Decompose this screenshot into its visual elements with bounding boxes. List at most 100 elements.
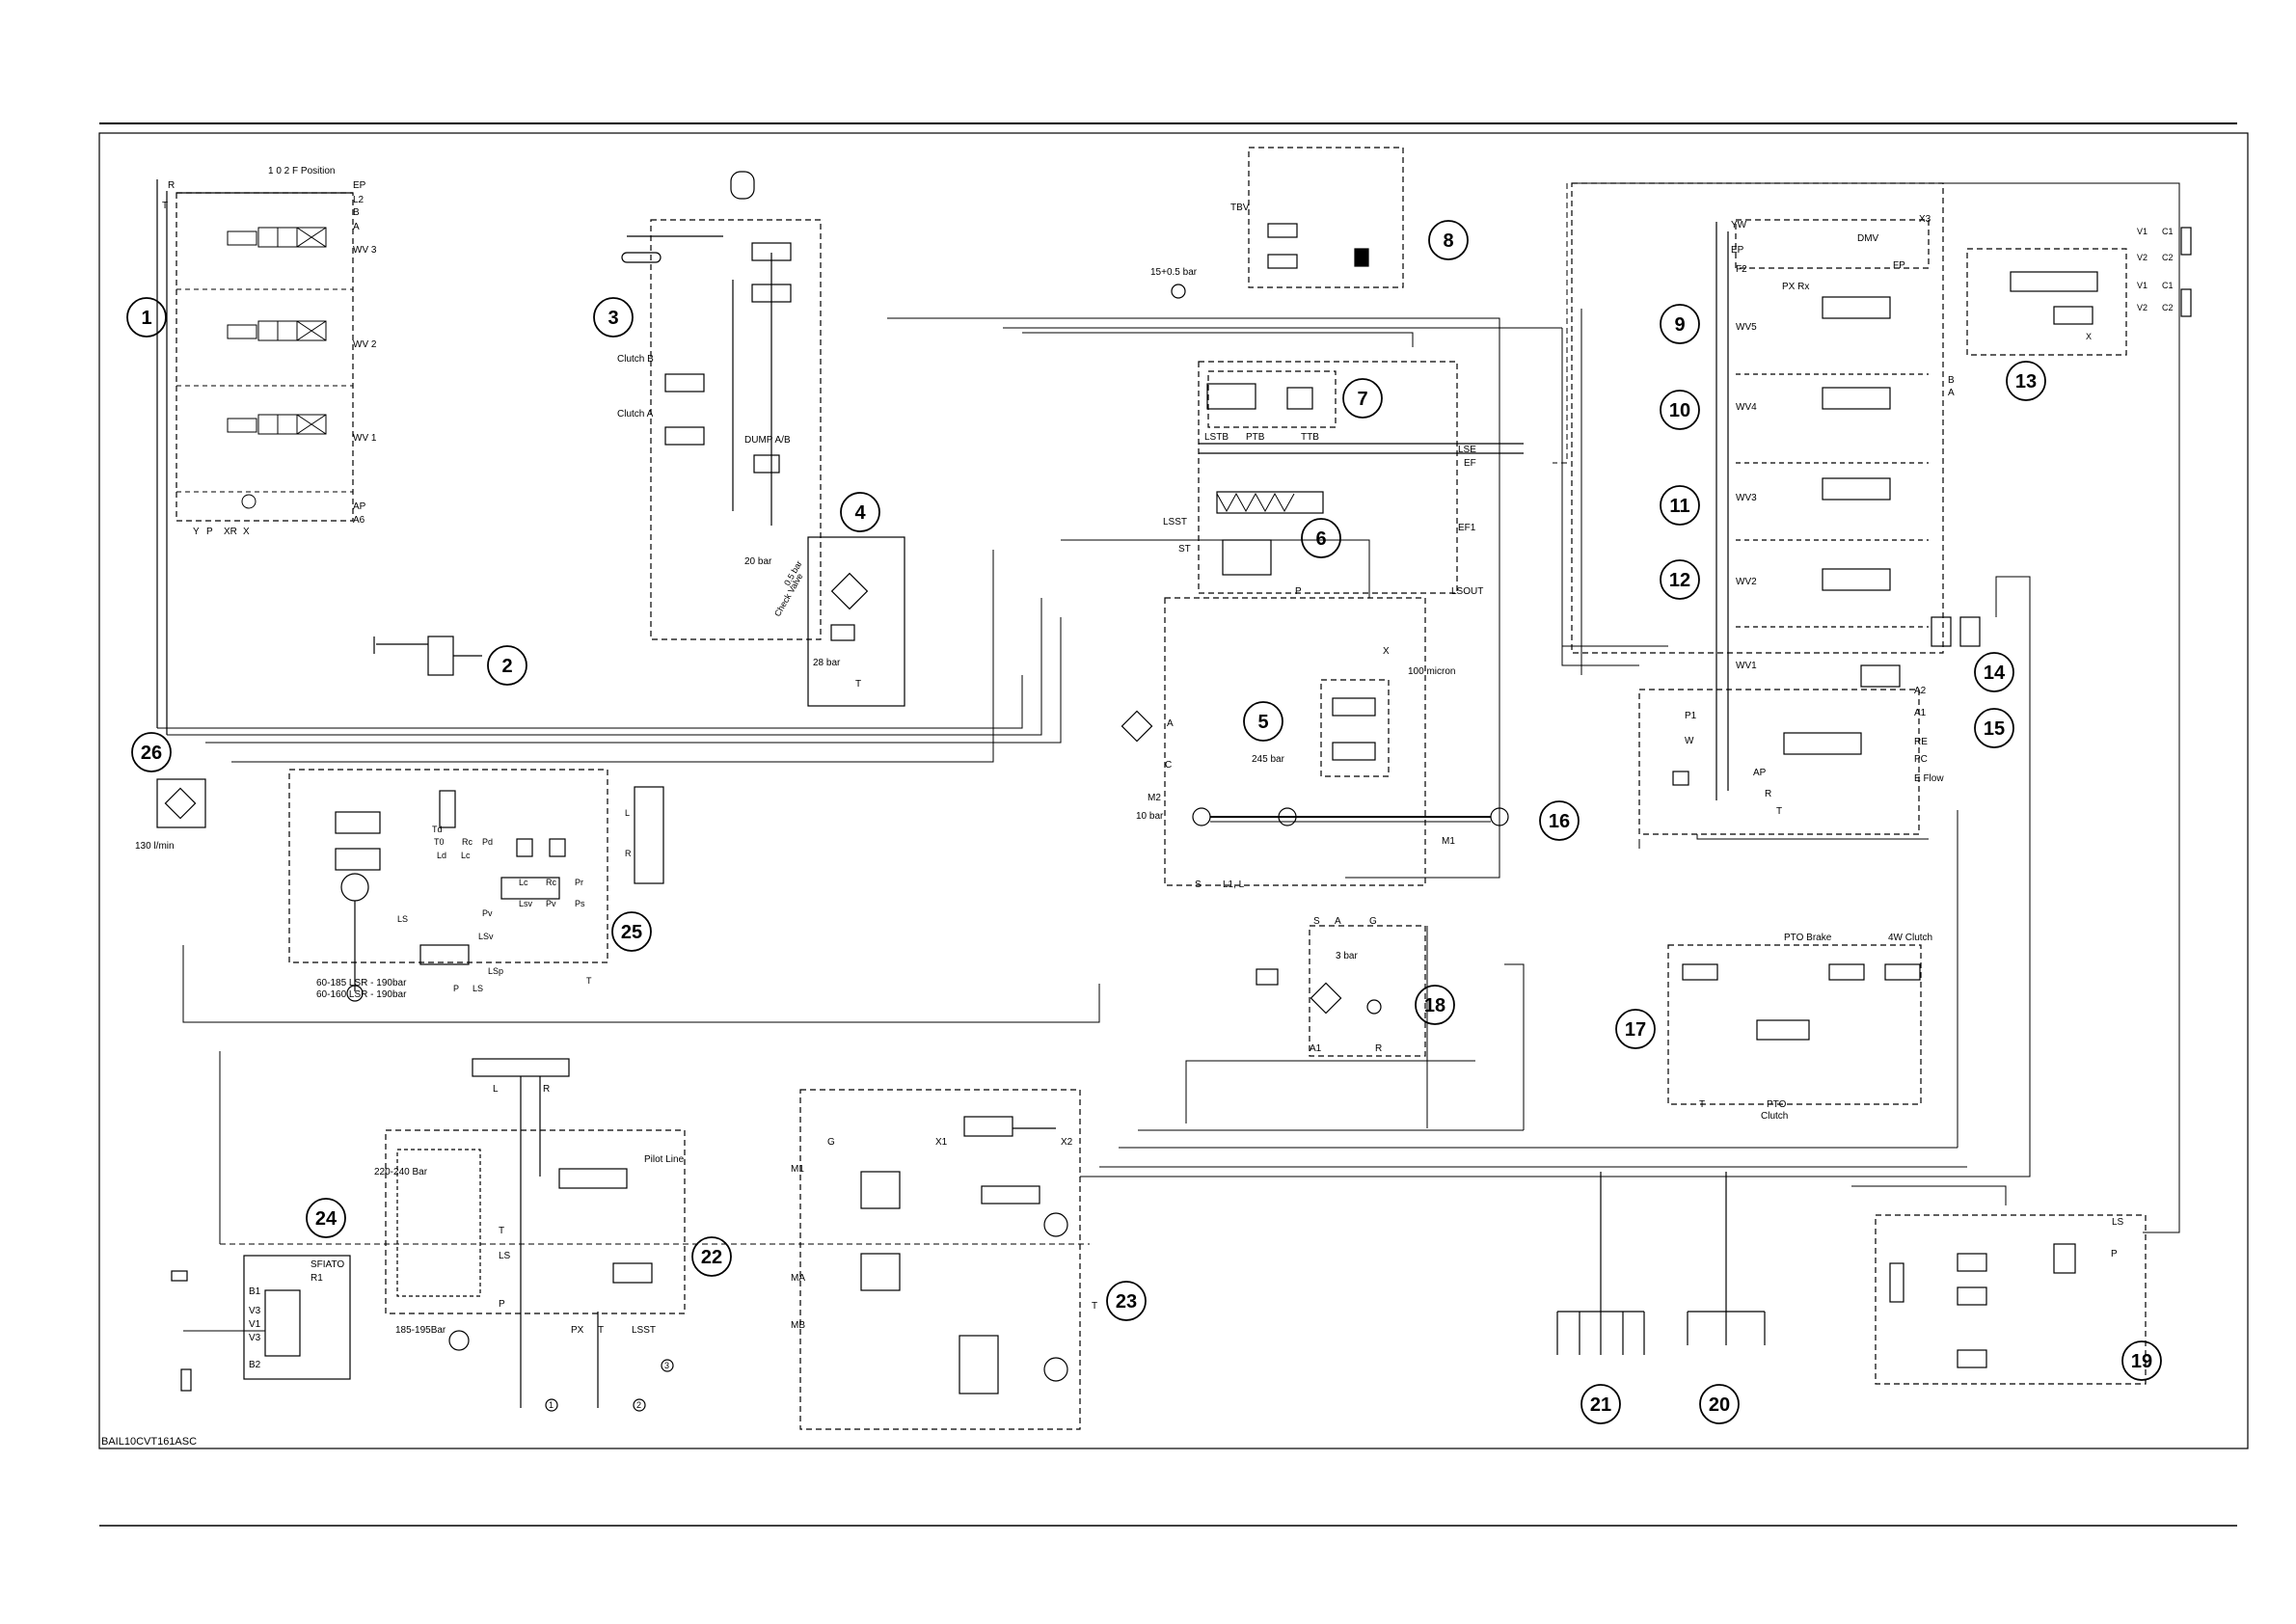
callout-label-21: 21: [1590, 1394, 1611, 1416]
component-25: T0 Ld Lc Rc Pd Td Lc Rc Pr Lsv Pv Ps LS …: [288, 769, 664, 1002]
callout-label-5: 5: [1257, 712, 1268, 733]
callout-label-22: 22: [701, 1247, 722, 1268]
c-label-5: C: [1165, 760, 1172, 771]
section-wv3-b: WV3: [1736, 493, 1757, 503]
a2-label: A2: [1914, 686, 1927, 696]
ap-label-14: AP: [1753, 768, 1767, 778]
4w-clutch-label: 4W Clutch: [1888, 933, 1932, 943]
lsst-label-22: LSST: [632, 1325, 656, 1336]
components-6-7: LSTB PTB TTB LSE EF LSST ST EF1 LSOUT X …: [1163, 361, 1524, 677]
pv-label-a: Pv: [546, 899, 556, 908]
rating-1: 60-185 LSR - 190bar: [316, 978, 407, 988]
re-label: RE: [1914, 737, 1928, 747]
g-label-23: G: [827, 1137, 835, 1148]
callout-labels: 1 2 3 4 5 6 7 8 9 10 11 12 13 14 15 16 1…: [141, 230, 2152, 1416]
v1-label-a: V1: [2137, 227, 2147, 236]
r-label-22: R: [543, 1084, 550, 1095]
port-EP: EP: [353, 180, 366, 191]
v3-label-a: V3: [249, 1306, 261, 1316]
p20-label: 20 bar: [744, 556, 772, 567]
component-2: [373, 636, 482, 676]
clutch-a-label: Clutch A: [617, 409, 654, 420]
section-wv3: WV 3: [353, 245, 377, 256]
port-Y: Y: [193, 527, 200, 537]
p-label-25: P: [453, 984, 459, 993]
component-24: SFIATO R1 B1 V3 V1 V3 B2: [171, 1255, 351, 1392]
v1-label-24: V1: [249, 1319, 261, 1330]
ls-label-19: LS: [2112, 1217, 2124, 1228]
c2-label-a: C2: [2162, 253, 2174, 262]
ma-label: MA: [791, 1273, 805, 1284]
t-label-25: T: [586, 976, 592, 986]
port-R: R: [168, 180, 175, 191]
p245-label: 245 bar: [1252, 754, 1285, 765]
callout-markers: [126, 220, 2162, 1424]
flow-label: 130 l/min: [135, 841, 175, 852]
tbv-label: TBV: [1230, 203, 1250, 213]
ef-label: EF: [1464, 458, 1476, 469]
p-high-label: 220-240 Bar: [374, 1167, 428, 1177]
p-label-19: P: [2111, 1249, 2118, 1259]
c1-label-a: C1: [2162, 227, 2174, 236]
t-label-22b: T: [598, 1325, 604, 1336]
ls-label-25b: LS: [473, 984, 483, 993]
port-T: T: [162, 201, 168, 211]
dump-label: DUMP A/B: [744, 435, 791, 446]
pilot-line-label: Pilot Line: [644, 1154, 685, 1165]
callout-21: [1580, 1384, 1621, 1424]
component-23: X1 X2 G M1 MA MB T: [791, 1089, 1097, 1430]
v2-label-b: V2: [2137, 303, 2147, 312]
pc-label: PC: [1914, 754, 1928, 765]
lsst-label: LSST: [1163, 517, 1187, 528]
clutch-b-label: Clutch B: [617, 354, 654, 365]
p-low-label: 185-195Bar: [395, 1325, 446, 1336]
port-b-9: B: [1948, 375, 1955, 386]
port-B: B: [353, 207, 360, 218]
tbv-pressure: 15+0.5 bar: [1150, 267, 1198, 278]
rx-label: PX Rx: [1782, 282, 1809, 292]
component-22: L R 220-240 Bar Pilot Line 185-195Bar LS…: [374, 1058, 686, 1412]
callout-7: [1342, 378, 1383, 419]
callout-label-23: 23: [1116, 1291, 1137, 1313]
diagram-code: BAIL10CVT161ASC: [101, 1436, 197, 1448]
p-label-22: P: [499, 1299, 505, 1310]
callout-label-19: 19: [2131, 1351, 2152, 1372]
callout-label-26: 26: [141, 743, 162, 764]
pto-brake-label: PTO Brake: [1784, 933, 1832, 943]
port-X: X: [243, 527, 250, 537]
mb-label: MB: [791, 1320, 805, 1331]
eflow-label: E Flow: [1914, 773, 1944, 784]
x2-label-23: X2: [1061, 1137, 1073, 1148]
c1-label-b: C1: [2162, 281, 2174, 290]
marker-2: 2: [636, 1400, 641, 1410]
callout-label-1: 1: [141, 308, 151, 329]
component-18: S A G 3 bar A1 R: [1256, 916, 1426, 1057]
ptb-label: PTB: [1246, 432, 1265, 443]
ld-label: Ld: [437, 851, 446, 860]
t-label-4: T: [855, 679, 861, 690]
sfiato-label: SFIATO: [311, 1259, 344, 1270]
marker-1: 1: [549, 1400, 554, 1410]
p10-label: 10 bar: [1136, 811, 1164, 822]
pd-label: Pd: [482, 837, 493, 847]
t-label-14: T: [1776, 806, 1782, 817]
pto-clutch-label-2: Clutch: [1761, 1111, 1788, 1122]
lc-label-b: Lc: [519, 878, 528, 887]
yw-label: YW: [1731, 220, 1747, 230]
callout-5: [1243, 701, 1283, 742]
lsp-label: LSp: [488, 966, 503, 976]
lse-label: LSE: [1458, 445, 1476, 455]
ttb-label: TTB: [1301, 432, 1319, 443]
t-label-22a: T: [499, 1226, 504, 1236]
callout-label-17: 17: [1625, 1019, 1646, 1041]
main-lines: [157, 182, 2180, 1332]
callout-9: [1660, 304, 1700, 344]
f2-label: F2: [1736, 264, 1747, 275]
r-label-25: R: [625, 849, 632, 858]
section-wv4: WV4: [1736, 402, 1757, 413]
port-A6: A6: [353, 515, 365, 526]
rc-label-b: Rc: [546, 878, 556, 887]
x-label-6: X: [1383, 646, 1390, 657]
micron-label: 100 micron: [1408, 666, 1455, 677]
